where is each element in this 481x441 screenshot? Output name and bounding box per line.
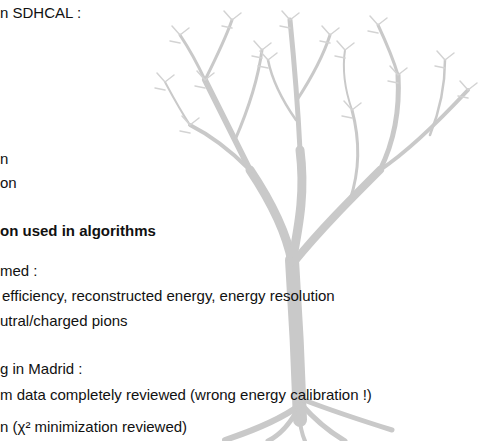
slide-text: g in Madrid : xyxy=(0,360,83,378)
twig xyxy=(170,26,189,43)
slide-text: n xyxy=(0,150,8,168)
slide-text: utral/charged pions xyxy=(0,312,128,330)
twig xyxy=(180,116,199,133)
twig xyxy=(458,81,477,98)
twig xyxy=(252,41,271,58)
twig xyxy=(388,66,407,83)
twig xyxy=(368,16,387,33)
slide-text: m data completely reviewed (wrong energy… xyxy=(0,386,372,404)
twig xyxy=(280,11,299,28)
slide-text: on xyxy=(0,174,17,192)
slide-text: med : xyxy=(0,262,38,280)
slide-text: n (χ² minimization reviewed) xyxy=(0,418,187,436)
twig xyxy=(155,73,174,90)
twig xyxy=(320,26,339,43)
twig xyxy=(435,51,454,68)
twig xyxy=(195,71,214,88)
twig xyxy=(342,101,361,118)
twig xyxy=(258,51,277,68)
twig xyxy=(222,11,241,28)
heading-text: on used in algorithms xyxy=(0,222,156,240)
slide-text: efficiency, reconstructed energy, energy… xyxy=(2,287,335,305)
slide-text: n SDHCAL : xyxy=(0,4,81,22)
twig xyxy=(335,41,354,58)
